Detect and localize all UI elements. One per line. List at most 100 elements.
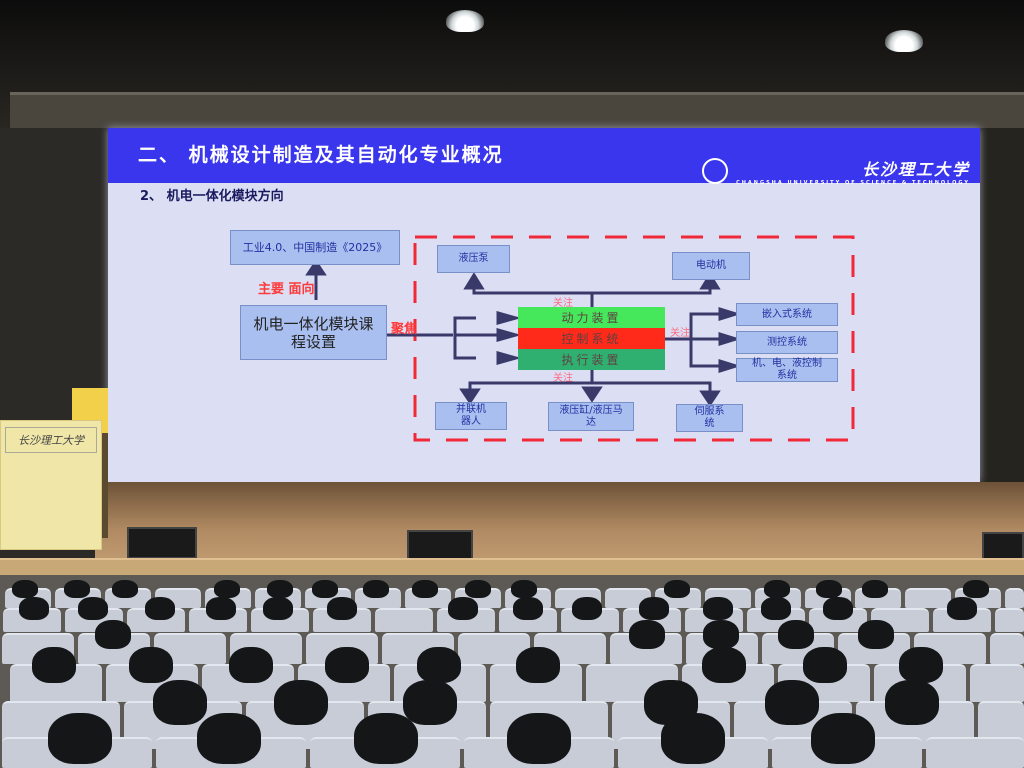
audience-head — [862, 580, 889, 598]
lighting-truss — [10, 92, 1024, 128]
hydraulic-cylinder-box: 液压缸/液压马达 — [548, 402, 634, 431]
audience-head — [638, 597, 669, 620]
audience-head — [19, 597, 50, 620]
audience-head — [512, 597, 543, 620]
audience-head — [417, 647, 462, 683]
slide-title: 二、 机械设计制造及其自动化专业概况 — [138, 144, 504, 166]
actuator-unit: 执行装置 — [518, 349, 665, 370]
audience-head — [701, 647, 746, 683]
audience-head — [515, 647, 560, 683]
audience-head — [702, 597, 733, 620]
audience-head — [661, 713, 726, 764]
audience-head — [32, 647, 77, 683]
logo-subtext: CHANGSHA UNIVERSITY OF SCIENCE & TECHNOL… — [736, 180, 970, 186]
stage-light — [446, 10, 484, 32]
audience-head — [354, 713, 419, 764]
electro-hydraulic-box: 机、电、液控制系统 — [736, 358, 838, 382]
audience-head — [898, 647, 943, 683]
measurement-control-box: 测控系统 — [736, 331, 838, 354]
audience-head — [664, 580, 691, 598]
audience-head — [267, 580, 294, 598]
stage-floor — [95, 482, 1024, 562]
stage-monitor-speaker — [982, 532, 1024, 560]
audience-head — [214, 580, 241, 598]
seat — [1004, 588, 1024, 608]
podium-logo: 长沙理工大学 — [5, 427, 97, 453]
audience-head — [448, 597, 479, 620]
course-box: 机电一体化模块课程设置 — [240, 305, 387, 360]
audience-head — [702, 620, 739, 649]
projection-screen: 二、 机械设计制造及其自动化专业概况 长沙理工大学 CHANGSHA UNIVE… — [108, 128, 980, 482]
audience-head — [816, 580, 843, 598]
audience-head — [803, 647, 848, 683]
logo-text: 长沙理工大学 — [861, 160, 970, 179]
audience-head — [778, 620, 815, 649]
slide-title-bar: 二、 机械设计制造及其自动化专业概况 长沙理工大学 CHANGSHA UNIVE… — [108, 128, 980, 186]
seat — [995, 607, 1024, 632]
audience-head — [884, 680, 939, 725]
servo-system-box: 伺服系统 — [676, 404, 743, 432]
audience-head — [506, 713, 571, 764]
audience-head — [811, 713, 876, 764]
diagram-lines — [305, 235, 855, 442]
audience-head — [78, 597, 109, 620]
audience-head — [144, 597, 175, 620]
industry-4-box: 工业4.0、中国制造《2025》 — [230, 230, 400, 265]
seat — [904, 588, 951, 608]
audience-head — [764, 580, 791, 598]
audience-head — [11, 580, 38, 598]
podium: 长沙理工大学 — [0, 420, 102, 550]
audience-head — [412, 580, 439, 598]
audience-head — [822, 597, 853, 620]
motor-box: 电动机 — [672, 252, 750, 280]
audience-head — [129, 647, 174, 683]
audience-head — [152, 680, 207, 725]
audience — [0, 575, 1024, 768]
focus-label: 聚焦 — [391, 322, 418, 337]
audience-head — [402, 680, 457, 725]
audience-head — [64, 580, 91, 598]
audience-head — [274, 680, 329, 725]
parallel-robot-box: 并联机器人 — [435, 402, 507, 430]
audience-head — [111, 580, 138, 598]
audience-head — [464, 580, 491, 598]
stage-monitor-speaker — [407, 530, 473, 560]
audience-head — [311, 580, 338, 598]
control-system: 控制系统 — [518, 328, 665, 349]
embedded-system-box: 嵌入式系统 — [736, 303, 838, 326]
attention-label: 关注 — [553, 373, 573, 384]
audience-head — [263, 597, 294, 620]
audience-head — [362, 580, 389, 598]
audience-head — [857, 620, 894, 649]
audience-head — [324, 647, 369, 683]
audience-head — [962, 580, 989, 598]
seal-icon — [702, 158, 729, 184]
seat — [458, 633, 531, 664]
audience-head — [628, 620, 665, 649]
attention-label: 关注 — [553, 298, 573, 309]
audience-head — [326, 597, 357, 620]
core-block: 动力装置 控制系统 执行装置 — [518, 307, 665, 370]
slide-subtitle: 2、 机电一体化模块方向 — [140, 189, 284, 204]
audience-head — [760, 597, 791, 620]
audience-head — [764, 680, 819, 725]
audience-head — [94, 620, 131, 649]
stage-monitor-speaker — [127, 527, 197, 559]
seat — [375, 607, 434, 632]
main-facing-label: 主要 面向 — [258, 282, 315, 297]
audience-head — [206, 597, 237, 620]
seat — [969, 663, 1024, 703]
stage-light — [885, 30, 923, 52]
power-unit: 动力装置 — [518, 307, 665, 328]
audience-head — [47, 713, 112, 764]
hydraulic-pump-box: 液压泵 — [437, 245, 510, 273]
seat — [990, 633, 1024, 664]
university-logo: 长沙理工大学 CHANGSHA UNIVERSITY OF SCIENCE & … — [702, 156, 970, 186]
audience-head — [511, 580, 538, 598]
audience-head — [229, 647, 274, 683]
audience-head — [946, 597, 977, 620]
audience-head — [196, 713, 261, 764]
audience-head — [571, 597, 602, 620]
attention-label: 关注 — [670, 328, 690, 339]
seat — [926, 736, 1024, 768]
